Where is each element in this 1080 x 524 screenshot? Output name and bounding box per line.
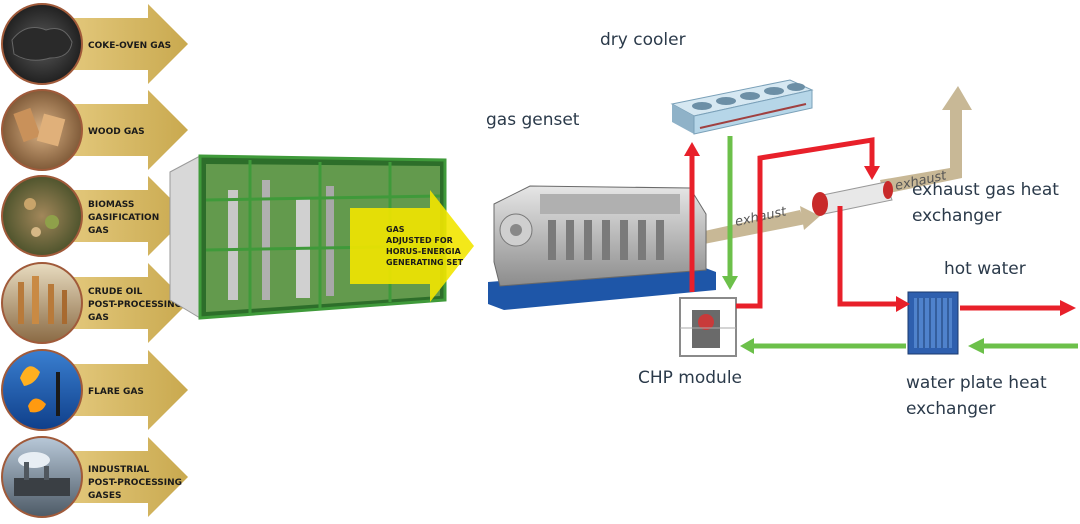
- flare-icon: [1, 349, 83, 431]
- gas-genset-label: gas genset: [486, 110, 580, 130]
- source-label: GASES: [88, 491, 121, 501]
- chp-module: [679, 297, 737, 357]
- cold-water-arrowheads: [722, 276, 984, 354]
- water-plate-heat-exchanger-label: water plate heat: [906, 373, 1047, 393]
- source-row-industrial-gases: INDUSTRIAL POST-PROCESSING GASES: [1, 436, 188, 518]
- cold-water-lines: [727, 136, 1078, 349]
- dry-cooler: [670, 79, 814, 135]
- source-label: CRUDE OIL: [88, 287, 143, 297]
- water-plate-heat-exchanger: [907, 291, 959, 355]
- source-row-biomass-gasification-gas: BIOMASS GASIFICATION GAS: [1, 175, 188, 257]
- refinery-icon: [1, 262, 83, 344]
- adjusted-gas-label: HORUS-ENERGIA: [386, 247, 462, 256]
- source-label: FLARE GAS: [88, 387, 144, 397]
- source-label: INDUSTRIAL: [88, 465, 150, 475]
- dry-cooler-label: dry cooler: [600, 30, 686, 50]
- source-row-flare-gas: FLARE GAS: [1, 349, 188, 431]
- chp-module-label: CHP module: [638, 368, 742, 388]
- adjusted-gas-arrow: GAS ADJUSTED FOR HORUS-ENERGIA GENERATIN…: [350, 190, 474, 302]
- source-row-wood-gas: WOOD GAS: [1, 89, 188, 171]
- source-label: WOOD GAS: [88, 127, 145, 137]
- adjusted-gas-label: GENERATING SET: [386, 258, 464, 267]
- exhaust-gas-heat-exchanger-label: exhaust gas heat: [912, 180, 1059, 200]
- hot-water-label: hot water: [944, 259, 1026, 279]
- water-plate-heat-exchanger-label: exchanger: [906, 399, 995, 419]
- hot-water-arrowheads: [684, 142, 1076, 316]
- gas-genset: [488, 185, 716, 310]
- exhaust-gas-heat-exchanger: [812, 181, 893, 216]
- source-label: POST-PROCESSING: [88, 300, 182, 310]
- source-row-coke-oven-gas: COKE-OVEN GAS: [1, 3, 188, 85]
- source-label: GAS: [88, 226, 109, 236]
- industrial-plant-icon: [1, 436, 83, 518]
- source-row-crude-oil-gas: CRUDE OIL POST-PROCESSING GAS: [1, 262, 188, 344]
- source-label: GAS: [88, 313, 109, 323]
- adjusted-gas-label: ADJUSTED FOR: [386, 236, 453, 245]
- source-label: COKE-OVEN GAS: [88, 41, 171, 51]
- source-label: POST-PROCESSING: [88, 478, 182, 488]
- hot-water-lines: [689, 137, 1062, 311]
- exhaust-gas-heat-exchanger-label: exchanger: [912, 206, 1001, 226]
- source-label: BIOMASS: [88, 200, 134, 210]
- biomass-icon: [1, 175, 83, 257]
- source-label: GASIFICATION: [88, 213, 159, 223]
- adjusted-gas-label: GAS: [386, 225, 405, 234]
- gas-source-list: COKE-OVEN GAS WOOD GAS BIOMASS GASIFICAT…: [1, 3, 188, 518]
